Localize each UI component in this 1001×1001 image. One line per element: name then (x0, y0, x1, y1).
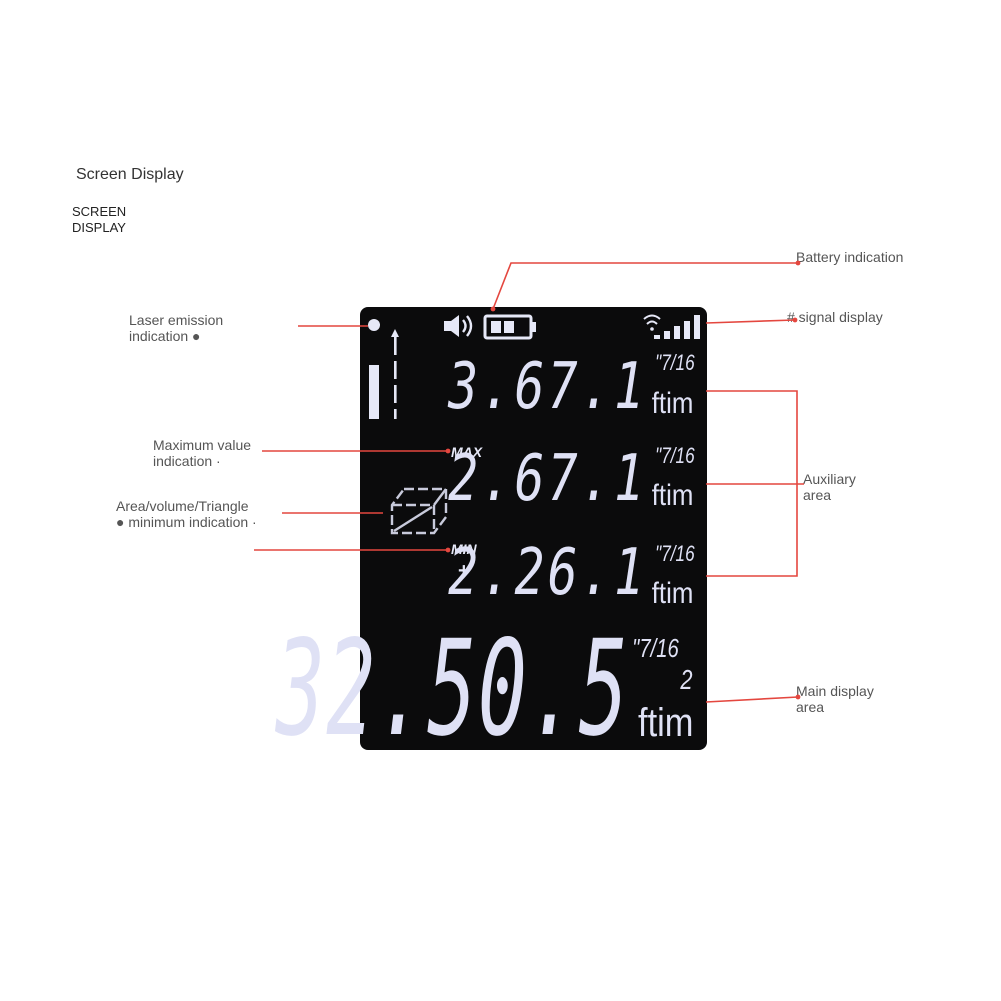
aux-row-2-fraction: "7/16 (655, 443, 695, 468)
area-callout: Area/volume/Triangle ● minimum indicatio… (116, 498, 257, 530)
plus-indicator: + (458, 560, 470, 582)
aux-row-1-unit: ftim (651, 387, 693, 420)
battery-icon (483, 314, 536, 340)
main-unit: ftim (637, 701, 693, 745)
max-indicator: MAX (451, 444, 483, 460)
main-fraction: "7/16 (632, 633, 679, 663)
main-callout: Main display area (796, 683, 874, 715)
aux-row-1-value: 3.67.1 (447, 350, 647, 424)
aux-row-1-fraction: "7/16 (655, 350, 695, 375)
laser-emission-icon (368, 319, 399, 419)
max-callout-line2: indication · (153, 453, 221, 469)
laser-callout: Laser emission indication ● (129, 312, 223, 344)
max-callout-line1: Maximum value (153, 437, 252, 453)
aux-callout: Auxiliary area (803, 471, 856, 503)
aux-bracket-line (706, 390, 798, 577)
main-callout-line1: Main display (796, 683, 874, 699)
main-callout-line2: area (796, 699, 825, 715)
laser-callout-line1: Laser emission (129, 312, 224, 328)
main-exponent: 2 (680, 664, 693, 695)
aux-callout-line1: Auxiliary (803, 471, 856, 487)
battery-callout: Battery indication (796, 249, 904, 265)
signal-callout: # signal display (787, 309, 883, 325)
page-subtitle: SCREEN DISPLAY (72, 204, 127, 235)
aux-row-3-unit: ftim (651, 577, 693, 610)
battery-leader-line (492, 262, 798, 310)
main-leader-line (705, 696, 799, 703)
page-title: Screen Display (76, 166, 184, 183)
max-callout: Maximum value indication · (153, 437, 251, 469)
area-callout-line1: Area/volume/Triangle (116, 498, 249, 514)
main-value: 32.50.5 (275, 612, 629, 766)
signal-leader-line (705, 319, 796, 324)
aux-callout-line2: area (803, 487, 832, 503)
laser-callout-line2: indication ● (129, 328, 201, 344)
aux-row-2-unit: ftim (651, 479, 693, 512)
lcd-screen: MAX MIN + 3.67.1 "7/16 ftim 2.67.1 "7/16… (275, 307, 707, 755)
area-volume-icon (390, 487, 448, 535)
speaker-icon (444, 315, 473, 337)
signal-icon (643, 314, 700, 339)
aux-row-2-value: 2.67.1 (447, 442, 647, 516)
aux-row-3-fraction: "7/16 (655, 541, 695, 566)
area-callout-line2: ● minimum indication · (116, 514, 257, 530)
min-indicator: MIN (451, 541, 477, 557)
aux-row-3-value: 2.26.1 (447, 536, 647, 610)
